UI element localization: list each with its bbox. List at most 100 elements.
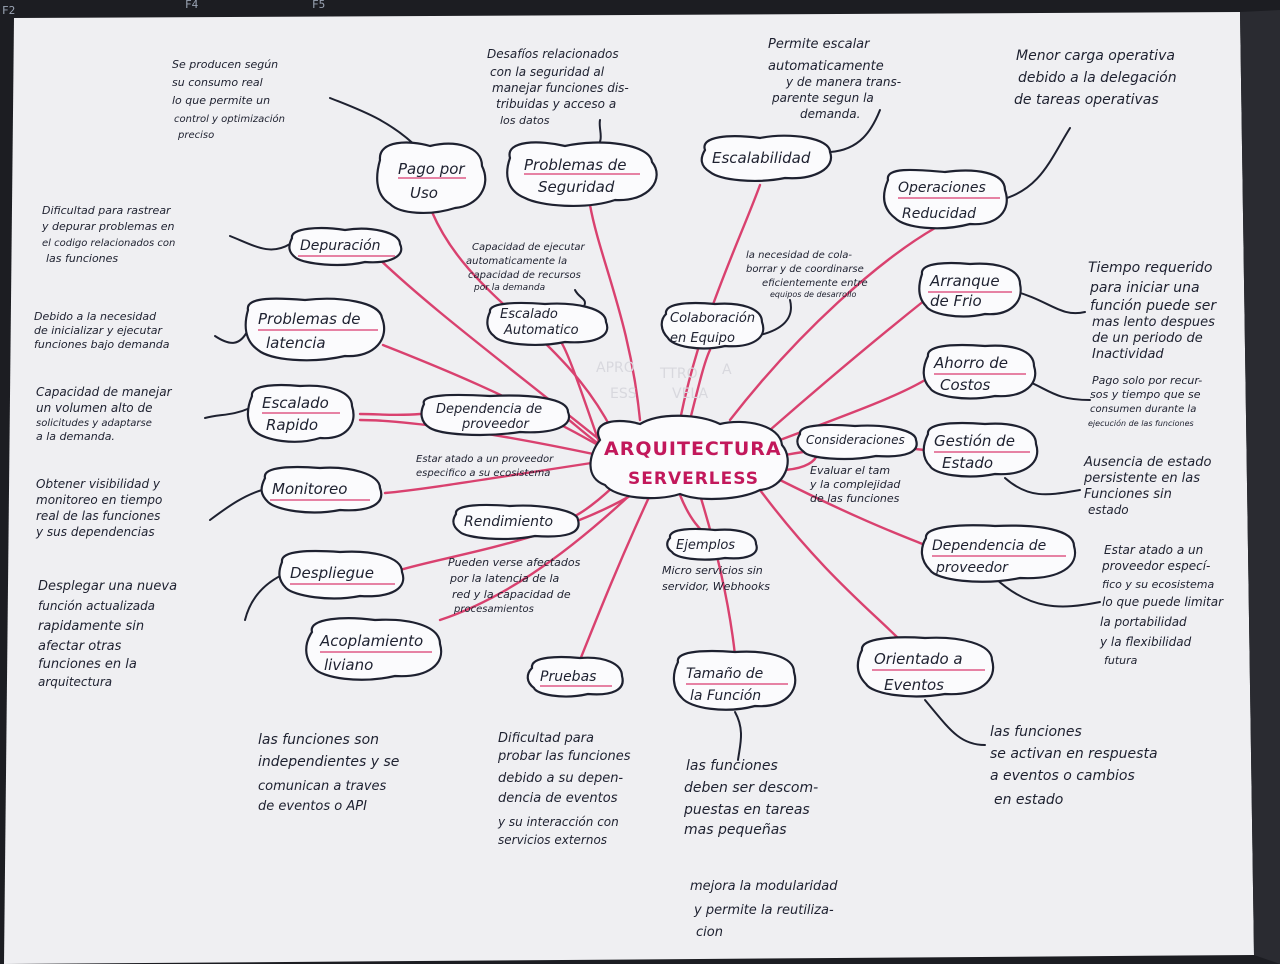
- pruebas-note-line-6: servicios externos: [498, 833, 607, 847]
- pruebas-note-line-5: y su interacción con: [497, 815, 619, 829]
- node-colaboracion-equipo: Colaboración en Equipo la necesidad de c…: [660, 250, 868, 350]
- eventos-label-line-2: Eventos: [884, 676, 944, 694]
- center-title-line-1: ARQUITECTURA: [604, 438, 782, 460]
- ahorro-note-line-2: sos y tiempo que se: [1090, 388, 1201, 401]
- dependencia-izq-note-line-1: Estar atado a un proveedor: [416, 454, 554, 465]
- escalado-rapido-note-line-3: solicitudes y adaptarse: [36, 418, 152, 429]
- operaciones-note-line-3: de tareas operativas: [1014, 92, 1159, 108]
- depuracion-note-line-2: y depurar problemas en: [41, 220, 174, 233]
- consideraciones-label: Consideraciones: [806, 433, 905, 447]
- estado-note-line-1: Ausencia de estado: [1083, 455, 1211, 470]
- colaboracion-note-line-3: eficientemente entre: [762, 278, 868, 289]
- pruebas-note-line-2: probar las funciones: [497, 749, 631, 764]
- node-depuracion: Depuración Dificultad para rastrear y de…: [41, 204, 403, 267]
- escalado-auto-note-line-1: Capacidad de ejecutar: [472, 242, 586, 253]
- tamano-note-line-7: cion: [696, 925, 723, 940]
- depuracion-note-line-1: Dificultad para rastrear: [42, 204, 172, 217]
- operaciones-label-line-1: Operaciones: [898, 180, 986, 196]
- despliegue-note-line-2: función actualizada: [38, 599, 155, 613]
- pago-note-line-4: control y optimización: [174, 113, 285, 125]
- dependencia-izq-note-line-2: especifico a su ecosistema: [416, 468, 550, 479]
- seguridad-note-line-1: Desafíos relacionados: [487, 47, 619, 61]
- pago-note-line-5: preciso: [177, 130, 214, 141]
- watermark-line-1: APRO: [596, 360, 635, 376]
- depuracion-label: Depuración: [300, 238, 381, 254]
- pago-label-line-2: Uso: [410, 184, 438, 202]
- node-ahorro-costos: Ahorro de Costos Pago solo por recur- so…: [922, 343, 1202, 428]
- node-despliegue: Despliegue Desplegar una nueva función a…: [38, 549, 405, 689]
- escalabilidad-note-line-4: parente segun la: [771, 91, 874, 105]
- watermark-line-4: ESS: [610, 386, 637, 402]
- tamano-label-line-2: la Función: [690, 688, 761, 704]
- acoplamiento-label-line-2: liviano: [324, 656, 373, 674]
- escalado-auto-note-line-2: automaticamente la: [466, 256, 567, 267]
- colaboracion-note-line-1: la necesidad de cola-: [746, 250, 852, 261]
- escalado-rapido-note-line-1: Capacidad de manejar: [36, 385, 173, 399]
- acoplamiento-label-line-1: Acoplamiento: [319, 632, 423, 650]
- ejemplos-note-line-1: Micro servicios sin: [662, 564, 763, 577]
- dependencia-izq-label-line-2: proveedor: [461, 417, 530, 432]
- monitoreo-note-line-3: real de las funciones: [36, 509, 160, 523]
- paper-shadow-edge: [1240, 10, 1280, 964]
- seguridad-note-line-5: los datos: [500, 114, 550, 127]
- pruebas-note-line-3: debido a su depen-: [498, 771, 623, 786]
- tamano-label-line-1: Tamaño de: [686, 666, 763, 682]
- ahorro-note-line-3: consumen durante la: [1090, 404, 1196, 415]
- estado-label-line-2: Estado: [942, 454, 993, 472]
- ahorro-label-line-2: Costos: [940, 376, 991, 394]
- node-escalado-rapido: Escalado Rapido Capacidad de manejar un …: [36, 383, 355, 443]
- arranque-note-line-3: función puede ser: [1090, 298, 1217, 314]
- dependencia-der-note-line-4: lo que puede limitar: [1102, 595, 1224, 609]
- node-operaciones-reducidad: Operaciones Reducidad Menor carga operat…: [883, 48, 1177, 230]
- escalabilidad-label: Escalabilidad: [712, 149, 811, 167]
- eventos-note-line-2: se activan en respuesta: [990, 746, 1158, 762]
- center-title-line-2: SERVERLESS: [628, 469, 759, 489]
- tamano-note-line-6: y permite la reutiliza-: [693, 903, 834, 918]
- rendimiento-note-line-3: red y la capacidad de: [452, 588, 571, 601]
- escalabilidad-note-line-5: demanda.: [800, 107, 860, 121]
- escalado-auto-label-line-1: Escalado: [500, 307, 558, 322]
- rendimiento-note-line-4: procesamientos: [453, 604, 534, 615]
- monitoreo-label: Monitoreo: [272, 480, 347, 498]
- pruebas-note-line-4: dencia de eventos: [498, 791, 618, 806]
- tamano-note-line-5: mejora la modularidad: [690, 879, 838, 894]
- operaciones-note-line-1: Menor carga operativa: [1016, 48, 1175, 64]
- node-escalabilidad: Escalabilidad Permite escalar automatica…: [700, 37, 901, 182]
- node-problemas-seguridad: Problemas de Seguridad Desafíos relacion…: [487, 47, 658, 208]
- escalabilidad-note-line-3: y de manera trans-: [785, 75, 901, 89]
- despliegue-note-line-1: Desplegar una nueva: [38, 579, 177, 594]
- pago-note-line-2: su consumo real: [172, 76, 263, 89]
- arranque-note-line-4: mas lento despues: [1092, 315, 1215, 330]
- consideraciones-note-line-3: de las funciones: [810, 492, 900, 505]
- key-f2: F2: [2, 4, 15, 17]
- node-escalado-automatico: Escalado Automatico Capacidad de ejecuta…: [466, 242, 609, 346]
- node-gestion-estado: Gestión de Estado Ausencia de estado per…: [922, 421, 1211, 517]
- colaboracion-label-line-2: en Equipo: [670, 331, 735, 346]
- node-tamano-funcion: Tamaño de la Función las funciones deben…: [672, 649, 838, 940]
- colaboracion-label-line-1: Colaboración: [670, 311, 755, 326]
- node-ejemplos: Ejemplos Micro servicios sin servidor, W…: [662, 527, 770, 593]
- operaciones-note-line-2: debido a la delegación: [1018, 70, 1177, 86]
- despliegue-note-line-3: rapidamente sin: [38, 619, 144, 634]
- key-f5: F5: [312, 0, 325, 11]
- colaboracion-note-line-4: equipos de desarrollo: [770, 290, 857, 299]
- depuracion-note-line-4: las funciones: [46, 252, 118, 265]
- despliegue-label: Despliegue: [290, 564, 374, 582]
- estado-note-line-2: persistente en las: [1083, 471, 1200, 486]
- escalado-rapido-label-line-1: Escalado: [262, 394, 329, 412]
- ahorro-note-line-4: ejecución de las funciones: [1088, 418, 1194, 428]
- acoplamiento-note-line-3: comunican a traves: [258, 779, 387, 794]
- center-node: ARQUITECTURA SERVERLESS: [589, 414, 789, 501]
- node-dependencia-proveedor-izq: Dependencia de proveedor Estar atado a u…: [416, 393, 571, 479]
- eventos-note-line-3: a eventos o cambios: [990, 768, 1135, 784]
- dependencia-der-note-line-1: Estar atado a un: [1104, 543, 1203, 557]
- escalado-auto-note-line-4: por la demanda: [473, 283, 545, 293]
- estado-label-line-1: Gestión de: [934, 432, 1015, 450]
- latencia-note-line-3: funciones bajo demanda: [34, 338, 170, 351]
- pruebas-label: Pruebas: [540, 669, 596, 685]
- depuracion-note-line-3: el codigo relacionados con: [42, 238, 175, 249]
- arranque-label-line-1: Arranque: [929, 272, 1000, 290]
- eventos-note-line-1: las funciones: [990, 724, 1082, 740]
- consideraciones-note-line-2: y la complejidad: [809, 478, 901, 491]
- monitoreo-note-line-2: monitoreo en tiempo: [36, 493, 162, 507]
